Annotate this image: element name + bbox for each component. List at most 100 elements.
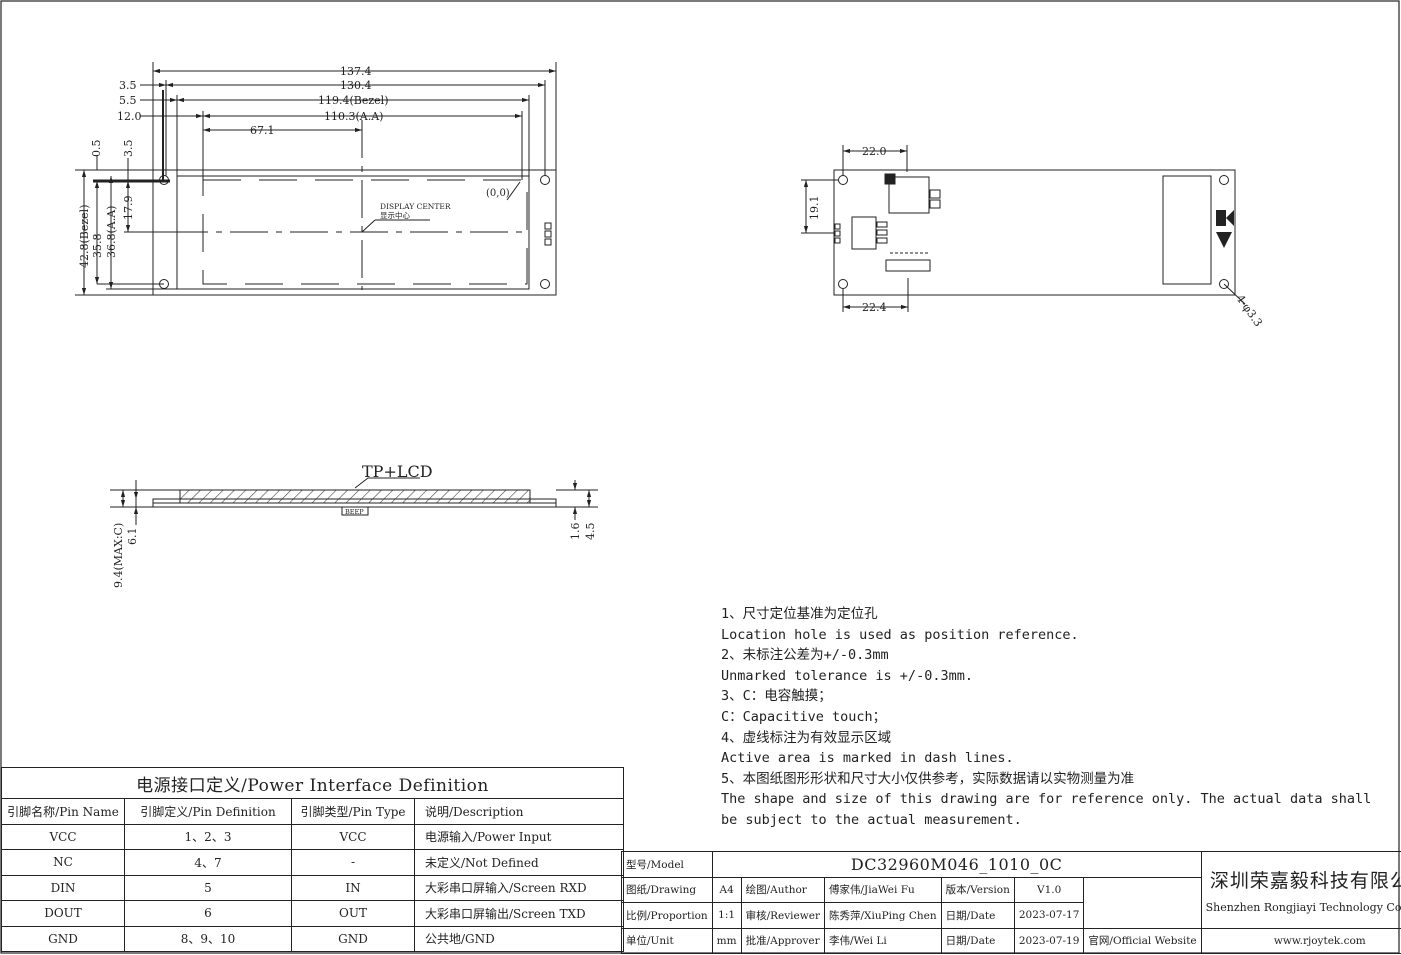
dim-active-width: 110.3(A.A)	[324, 110, 383, 123]
display-center-label: DISPLAY CENTER	[380, 202, 451, 211]
model-label: 型号/Model	[621, 851, 713, 878]
pin-type: GND	[291, 925, 415, 952]
pin-definition: 1、2、3	[124, 823, 292, 850]
back-view	[801, 145, 1246, 312]
table-row: VCC 1、2、3 VCC 电源输入/Power Input	[1, 823, 624, 850]
date-label: 日期/Date	[940, 902, 1015, 929]
dim-top-offset: 0.5	[90, 140, 103, 158]
version-value: V1.0	[1013, 876, 1085, 903]
company-name-cn: 深圳荣嘉毅科技有限公司	[1209, 869, 1401, 892]
note-line: Active area is marked in dash lines.	[721, 750, 1014, 767]
pin-type: IN	[291, 874, 415, 901]
author-value: 傅家伟/JiaWei Fu	[823, 876, 942, 903]
company-block: 深圳荣嘉毅科技有限公司 Shenzhen Rongjiayi Technolog…	[1200, 851, 1401, 929]
note-line: 2、未标注公差为+/-0.3mm	[721, 647, 889, 664]
proportion-value: 1:1	[711, 902, 742, 929]
pin-description: 未定义/Not Defined	[414, 849, 624, 876]
approver-label: 批准/Approver	[740, 927, 825, 954]
side-view	[110, 477, 598, 525]
note-line: 5、本图纸图形形状和尺寸大小仅供参考，实际数据请以实物测量为准	[721, 770, 1135, 787]
mount-hole	[838, 175, 848, 185]
logo-mark	[1216, 210, 1234, 248]
unit-label: 单位/Unit	[621, 927, 713, 954]
website-label: 官网/Official Website	[1083, 927, 1202, 954]
dim-left-offset: 5.5	[119, 94, 137, 107]
model-value: DC32960M046_1010_0C	[711, 851, 1202, 878]
dim-active-height: 36.8(A.A)	[105, 206, 118, 258]
pin-type: -	[291, 849, 415, 876]
date-value: 2023-07-19	[1013, 927, 1085, 954]
date-value: 2023-07-17	[1013, 902, 1085, 929]
column-header: 引脚类型/Pin Type	[291, 798, 415, 825]
column-header: 引脚定义/Pin Definition	[124, 798, 292, 825]
pin-type: OUT	[291, 900, 415, 927]
beep-label: BEEP	[345, 508, 364, 516]
side-view-labels: TP+LCD BEEP 9.4(MAX:C) 6.1 1.6 4.5	[112, 462, 597, 588]
approver-value: 李伟/Wei Li	[823, 927, 942, 954]
table-header-row: 引脚名称/Pin Name 引脚定义/Pin Definition 引脚类型/P…	[1, 798, 624, 825]
dim-right-thickness: 4.5	[584, 523, 597, 541]
pin-type: VCC	[291, 823, 415, 850]
dim-bezel-width: 119.4(Bezel)	[318, 94, 389, 107]
back-view-labels: 22.0 22.4 19.1 4-φ3.3	[808, 145, 1265, 329]
note-line: C：Capacitive touch；	[721, 708, 887, 725]
date-label: 日期/Date	[940, 927, 1015, 954]
pin-description: 公共地/GND	[414, 925, 624, 952]
title-block: 型号/Model DC32960M046_1010_0C 深圳荣嘉毅科技有限公司…	[621, 851, 1401, 954]
dim-connector-bottom: 22.4	[862, 301, 887, 314]
author-label: 绘图/Author	[740, 876, 825, 903]
dim-center-offset: 67.1	[250, 124, 275, 137]
mount-hole	[1219, 279, 1229, 289]
label-area	[1162, 175, 1212, 285]
note-line: 1、尺寸定位基准为定位孔	[721, 606, 878, 622]
pin-description: 大彩串口屏输出/Screen TXD	[414, 900, 624, 927]
ffc-connector	[885, 259, 931, 272]
top-view-labels: 137.4 130.4 119.4(Bezel) 110.3(A.A) 67.1…	[78, 65, 510, 268]
pin-name: VCC	[1, 823, 125, 850]
pin-table: 电源接口定义/Power Interface Definition 引脚名称/P…	[1, 767, 624, 952]
dim-connector-side: 19.1	[808, 196, 821, 221]
note-line: The shape and size of this drawing are f…	[721, 791, 1380, 828]
website-link[interactable]: www.rjoytek.com	[1200, 927, 1401, 954]
hole-spec: 4-φ3.3	[1234, 292, 1265, 329]
table-row: GND 8、9、10 GND 公共地/GND	[1, 925, 624, 952]
pin-name: DOUT	[1, 900, 125, 927]
drawing-label: 图纸/Drawing	[621, 876, 713, 903]
note-line: 3、C：电容触摸；	[721, 688, 832, 705]
pin-definition: 4、7	[124, 849, 292, 876]
note-line: Unmarked tolerance is +/-0.3mm.	[721, 667, 973, 684]
top-view	[75, 62, 557, 296]
dim-hole-span: 130.4	[340, 79, 372, 92]
unit-value: mm	[711, 927, 742, 954]
dim-total-thickness: 9.4(MAX:C)	[112, 523, 125, 588]
origin-label: (0,0)	[486, 188, 510, 199]
mount-hole	[540, 175, 550, 185]
dim-left-offset: 3.5	[119, 79, 137, 92]
dim-connector-top: 22.0	[862, 145, 887, 158]
outline-pcb	[833, 169, 1236, 296]
layer-tp-lcd	[179, 489, 531, 504]
dim-bezel-height: 42.8(Bezel)	[78, 205, 91, 269]
company-name-en: Shenzhen Rongjiayi Technology Co., Ltd.	[1205, 900, 1401, 914]
pin-name: GND	[1, 925, 125, 952]
dim-overall-width: 137.4	[340, 65, 372, 78]
dim-pcb-thickness: 1.6	[569, 523, 582, 541]
dim-hole-height: 35.8	[91, 234, 104, 259]
dim-left-offset: 12.0	[117, 110, 142, 123]
reviewer-value: 陈秀萍/XiuPing Chen	[823, 902, 942, 929]
pin-name: DIN	[1, 874, 125, 901]
dim-top-offset: 3.5	[122, 140, 135, 158]
pin-name: NC	[1, 849, 125, 876]
pin-definition: 8、9、10	[124, 925, 292, 952]
version-label: 版本/Version	[940, 876, 1015, 903]
pin-table-caption: 电源接口定义/Power Interface Definition	[1, 767, 624, 799]
pin-definition: 6	[124, 900, 292, 927]
pin-connector	[851, 216, 877, 250]
pin-description: 电源输入/Power Input	[414, 823, 624, 850]
column-header: 引脚名称/Pin Name	[1, 798, 125, 825]
note-line: 4、虚线标注为有效显示区域	[721, 729, 892, 746]
column-header: 说明/Description	[414, 798, 624, 825]
display-center-label-cn: 显示中心	[380, 210, 410, 220]
table-row: DOUT 6 OUT 大彩串口屏输出/Screen TXD	[1, 900, 624, 927]
pin-definition: 5	[124, 874, 292, 901]
